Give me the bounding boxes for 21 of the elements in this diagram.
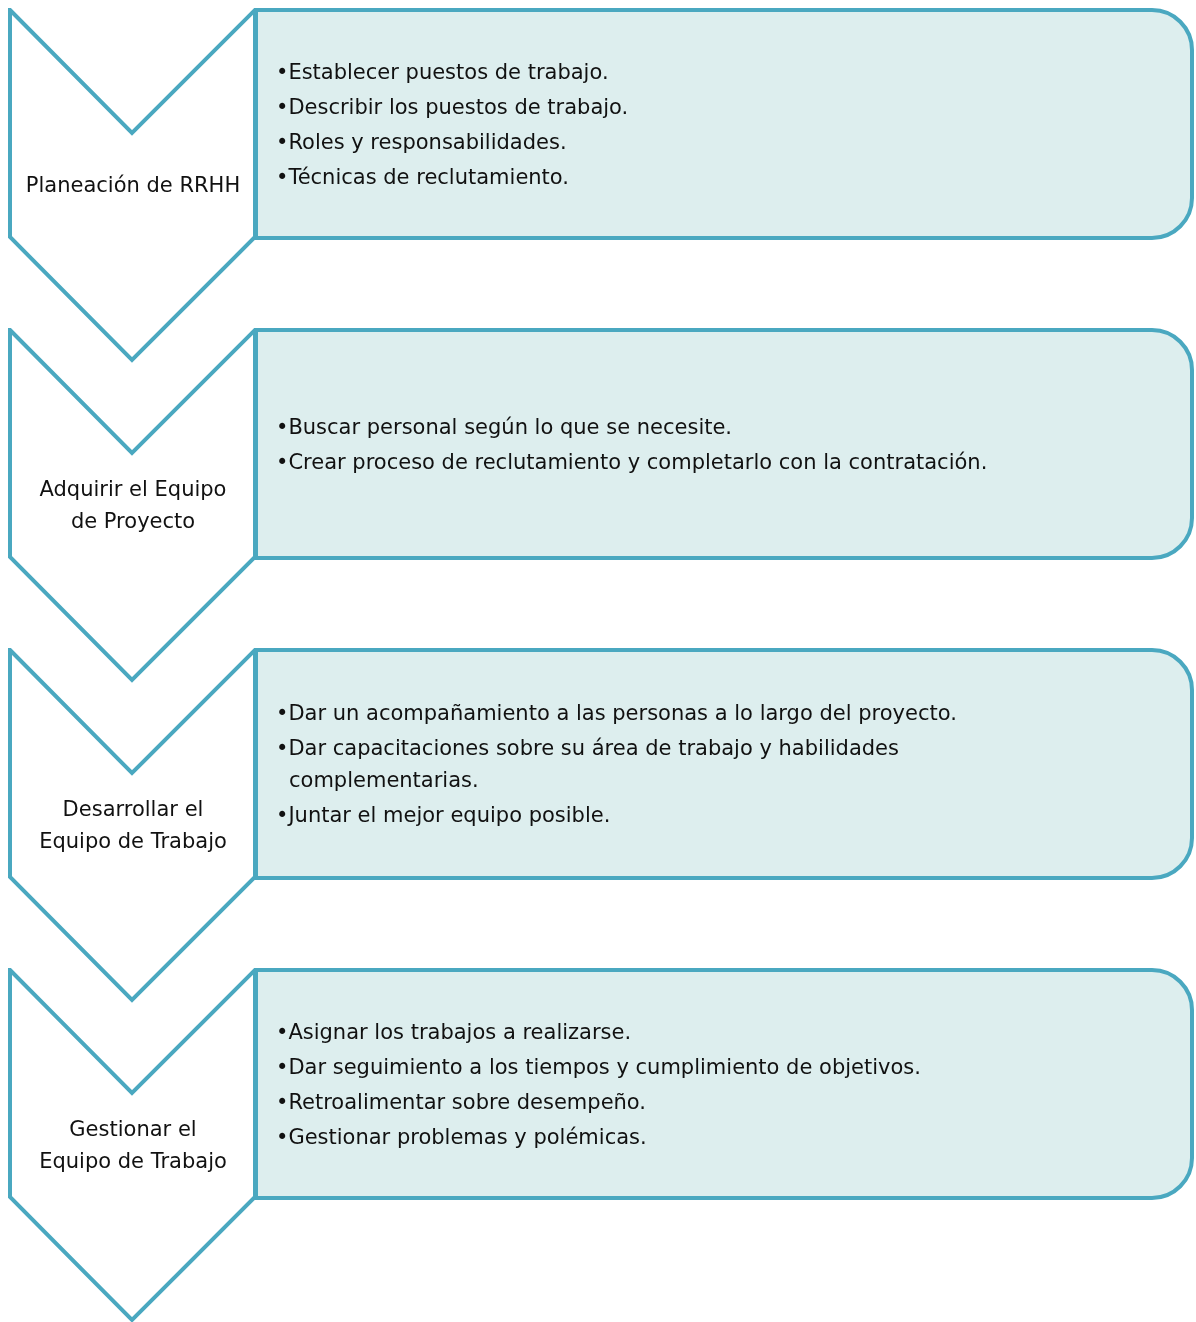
content-panel <box>254 328 1194 560</box>
bullet-item: •Describir los puestos de trabajo. <box>276 93 630 121</box>
bullet-item: •Asignar los trabajos a realizarse. <box>276 1018 633 1046</box>
bullet-item: •Dar seguimiento a los tiempos y cumplimiento de objetivos. <box>276 1053 922 1081</box>
bullet-item: •Roles y responsabilidades. <box>276 128 568 156</box>
bullet-item: •Retroalimentar sobre desempeño. <box>276 1088 647 1116</box>
bullet-item: •Juntar el mejor equipo posible. <box>276 802 612 829</box>
bullet-item: •Dar un acompañamiento a las personas a lo largo del proyecto. <box>276 700 958 727</box>
step-label: Gestionar el Equipo de Trabajo <box>38 1116 228 1175</box>
content-panel <box>254 8 1194 240</box>
bullet-item: •Dar capacitaciones sobre su área de trabajo y habilidades complementarias. <box>276 735 900 794</box>
bullet-item: •Buscar personal según lo que se necesite. <box>276 413 734 441</box>
content-panel <box>254 648 1194 880</box>
step-label: Planeación de RRHH <box>24 172 242 199</box>
step-label: Desarrollar el Equipo de Trabajo <box>38 796 228 855</box>
step-label: Adquirir el Equipo de Proyecto <box>38 476 228 535</box>
bullet-item: •Técnicas de reclutamiento. <box>276 163 570 191</box>
bullet-item: •Establecer puestos de trabajo. <box>276 58 610 86</box>
content-panel <box>254 968 1194 1200</box>
bullet-item: •Crear proceso de reclutamiento y completarlo con la contratación. <box>276 448 989 476</box>
bullet-item: •Gestionar problemas y polémicas. <box>276 1123 648 1151</box>
